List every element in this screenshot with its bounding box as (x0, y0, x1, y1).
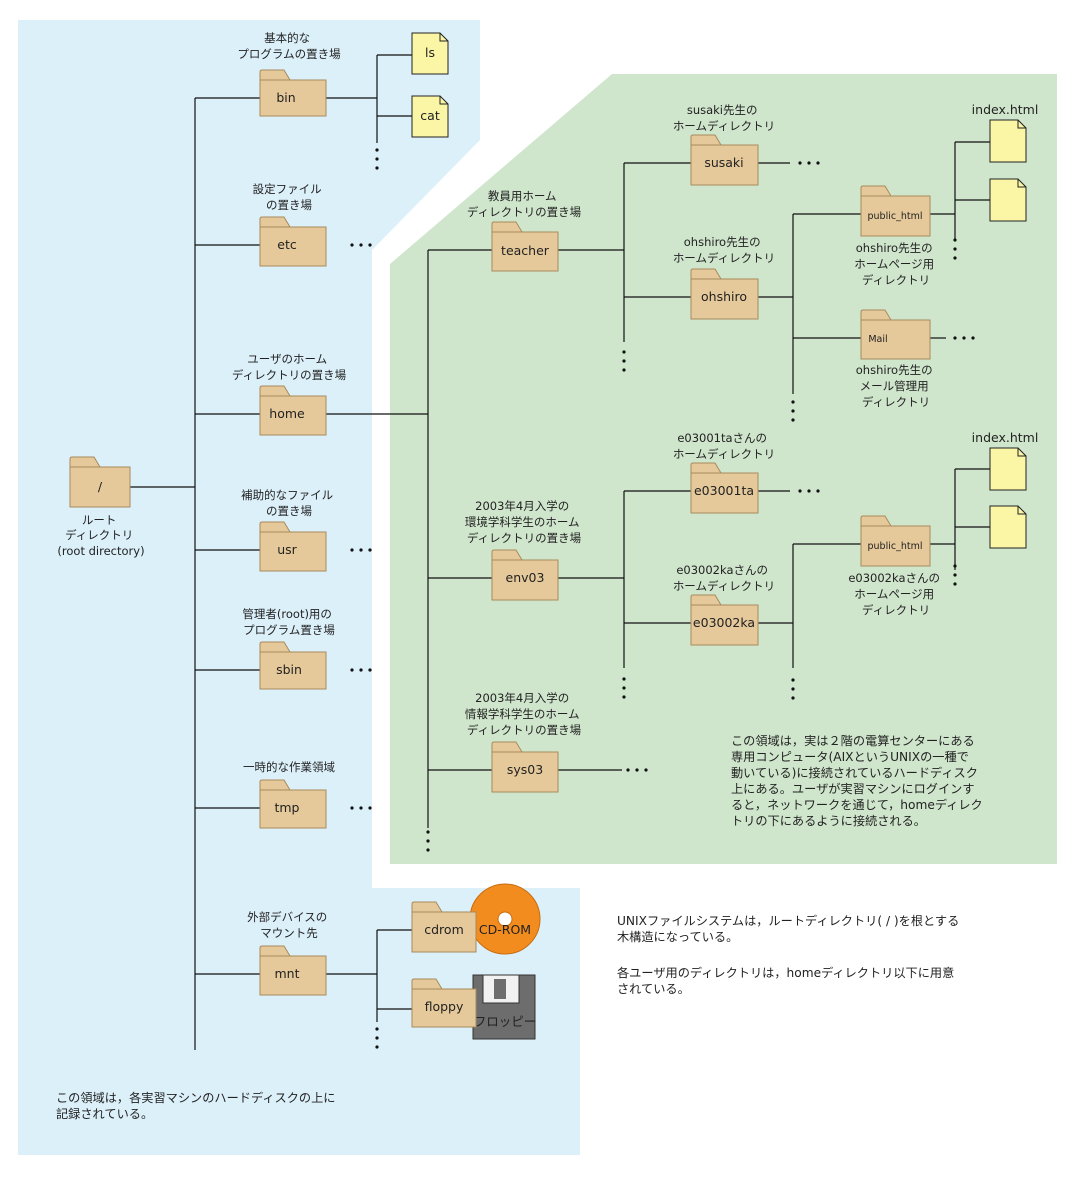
horizontal-ellipsis-etc (350, 243, 372, 247)
vertical-ellipsis-e03002ka (791, 678, 795, 700)
folder-usr-name: usr (277, 542, 297, 557)
user-directory-note: 各ユーザ用のディレクトリは，homeディレクトリ以下に用意 されている。 (617, 966, 955, 996)
folder-public-html-ohshiro[interactable]: public_html (860, 185, 931, 237)
folder-e03001ta[interactable]: e03001ta (690, 462, 759, 514)
folder-cdrom[interactable]: cdrom (411, 901, 477, 953)
folder-home-name: home (269, 406, 305, 421)
floppy-disk-icon: フロッピー (472, 974, 537, 1040)
cdrom-disc-icon: CD-ROM (469, 883, 541, 955)
folder-public-html-e03002ka-name: public_html (868, 541, 923, 552)
file-cat[interactable]: cat (411, 95, 449, 138)
tree-lines (130, 54, 990, 1050)
vertical-ellipsis-public-html-2 (953, 564, 957, 586)
folder-e03002ka-name: e03002ka (693, 615, 755, 630)
file-blank-2[interactable] (989, 505, 1027, 549)
usr-caption: 補助的なファイル の置き場 (241, 488, 337, 518)
vertical-ellipsis-env03 (622, 677, 626, 699)
horizontal-ellipsis-usr (350, 548, 372, 552)
bin-caption: 基本的な プログラムの置き場 (237, 31, 341, 61)
root-folder[interactable]: / (69, 456, 131, 508)
folder-mail-name: Mail (868, 334, 887, 345)
horizontal-ellipsis-sbin (350, 668, 372, 672)
folder-floppy[interactable]: floppy (411, 978, 477, 1028)
folder-mnt[interactable]: mnt (259, 945, 327, 996)
file-ls[interactable]: ls (411, 32, 449, 75)
file-ls-name: ls (425, 45, 435, 60)
home-caption: ユーザのホーム ディレクトリの置き場 (232, 352, 347, 382)
env03-caption: 2003年4月入学の 環境学科学生のホーム ディレクトリの置き場 (465, 499, 583, 545)
e03002ka-caption: e03002kaさんの ホームディレクトリ (673, 563, 775, 593)
sys03-caption: 2003年4月入学の 情報学科学生のホーム ディレクトリの置き場 (465, 691, 583, 737)
folder-public-html-e03002ka[interactable]: public_html (860, 515, 931, 567)
folder-sys03[interactable]: sys03 (491, 741, 559, 793)
folder-sys03-name: sys03 (507, 762, 543, 777)
folder-env03[interactable]: env03 (491, 549, 559, 601)
folder-susaki-name: susaki (704, 155, 743, 170)
mnt-caption: 外部デバイスの マウント先 (247, 910, 331, 940)
vertical-ellipsis-teacher (622, 350, 626, 372)
teacher-caption: 教員用ホーム ディレクトリの置き場 (467, 189, 582, 219)
folder-etc-name: etc (277, 237, 297, 252)
e03001ta-caption: e03001taさんの ホームディレクトリ (673, 431, 775, 461)
local-disk-note: この領域は，各実習マシンのハードディスクの上に 記録されている。 (56, 1091, 336, 1121)
folder-mnt-name: mnt (275, 966, 300, 981)
folder-teacher[interactable]: teacher (491, 221, 559, 272)
ellipsis-markers (350, 148, 975, 1049)
ohshiro-caption: ohshiro先生の ホームディレクトリ (673, 235, 775, 265)
vertical-ellipsis-ohshiro (791, 400, 795, 422)
vertical-ellipsis-public-html-1 (953, 238, 957, 260)
file-index-html-1[interactable] (989, 119, 1027, 163)
vertical-ellipsis-mnt (375, 1027, 379, 1049)
folder-tmp-name: tmp (274, 800, 299, 815)
folder-bin[interactable]: bin (259, 69, 327, 117)
mail-caption: ohshiro先生の メール管理用 ディレクトリ (856, 363, 936, 409)
root-caption: ルート ディレクトリ (root directory) (57, 513, 144, 558)
vertical-ellipsis-home (426, 830, 430, 852)
unix-tree-note: UNIXファイルシステムは，ルートディレクトリ( / )を根とする 木構造になっ… (617, 914, 960, 944)
cdrom-device-label: CD-ROM (479, 922, 531, 937)
file-index-html-2[interactable] (989, 447, 1027, 491)
folder-ohshiro-name: ohshiro (701, 289, 747, 304)
horizontal-ellipsis-tmp (350, 806, 372, 810)
public-html-ohshiro-caption: ohshiro先生の ホームページ用 ディレクトリ (854, 241, 938, 287)
folder-env03-name: env03 (506, 570, 545, 585)
file-blank-1[interactable] (989, 178, 1027, 222)
folder-home[interactable]: home (259, 385, 327, 436)
folder-e03001ta-name: e03001ta (694, 483, 754, 498)
file-index-html-1-name: index.html (972, 102, 1039, 117)
folder-teacher-name: teacher (501, 243, 550, 258)
sbin-caption: 管理者(root)用の プログラム置き場 (242, 607, 335, 637)
folder-bin-name: bin (276, 90, 295, 105)
floppy-device-label: フロッピー (474, 1014, 537, 1029)
horizontal-ellipsis-e03001ta (798, 489, 820, 493)
folder-mail[interactable]: Mail (860, 309, 931, 360)
root-folder-name: / (98, 479, 103, 494)
folder-e03002ka[interactable]: e03002ka (690, 594, 759, 646)
file-cat-name: cat (420, 108, 440, 123)
folder-usr[interactable]: usr (259, 521, 327, 572)
folder-public-html-ohshiro-name: public_html (868, 211, 923, 222)
public-html-e03002ka-caption: e03002kaさんの ホームページ用 ディレクトリ (848, 571, 943, 617)
folder-sbin-name: sbin (276, 662, 302, 677)
server-disk-note: この領域は，実は２階の電算センターにある 専用コンピュータ(AIXというUNIX… (731, 734, 983, 828)
tmp-caption: 一時的な作業領域 (243, 760, 335, 774)
folder-ohshiro[interactable]: ohshiro (690, 268, 759, 320)
folder-tmp[interactable]: tmp (259, 779, 327, 829)
horizontal-ellipsis-mail (953, 336, 975, 340)
folder-susaki[interactable]: susaki (690, 134, 759, 186)
folder-cdrom-name: cdrom (424, 922, 464, 937)
horizontal-ellipsis-susaki (798, 161, 820, 165)
vertical-ellipsis-bin (375, 148, 379, 170)
etc-caption: 設定ファイル の置き場 (253, 182, 326, 212)
folder-sbin[interactable]: sbin (259, 641, 327, 690)
horizontal-ellipsis-sys03 (626, 768, 648, 772)
local-disk-region (18, 20, 580, 1155)
folder-floppy-name: floppy (425, 999, 464, 1014)
folder-captions: ルート ディレクトリ (root directory) 基本的な プログラムの置… (57, 31, 943, 940)
folder-etc[interactable]: etc (259, 216, 327, 267)
file-index-html-2-name: index.html (972, 430, 1039, 445)
susaki-caption: susaki先生の ホームディレクトリ (673, 103, 775, 133)
